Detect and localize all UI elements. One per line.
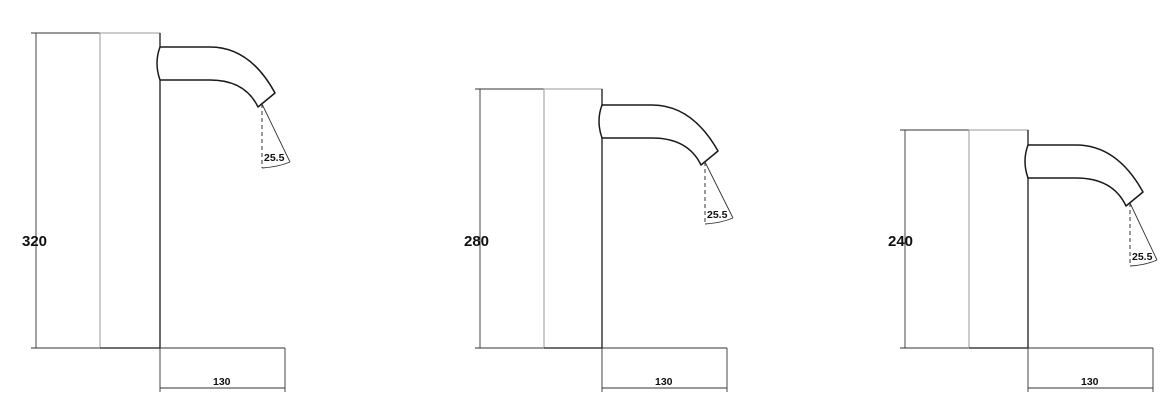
height-dimension: 320: [22, 32, 100, 349]
width-label: 130: [1081, 376, 1099, 388]
height-label: 240: [888, 233, 913, 250]
angle-label: 25.5: [264, 152, 285, 164]
angle-dimension: 25.5: [704, 161, 734, 225]
height-label: 280: [464, 233, 489, 250]
faucet-spout: [156, 46, 276, 108]
faucet-spout: [1024, 144, 1144, 207]
faucet-spout: [598, 104, 719, 166]
faucet-280: 280 25.5 130: [464, 88, 734, 392]
width-dimension: 130: [159, 347, 286, 392]
faucet-body: [99, 32, 161, 349]
angle-label: 25.5: [1132, 251, 1153, 263]
width-label: 130: [213, 376, 231, 388]
angle-dimension: 25.5: [261, 103, 291, 169]
faucet-320: 320 25.5 130: [22, 32, 291, 392]
angle-label: 25.5: [707, 209, 728, 221]
faucet-body: [543, 88, 603, 349]
width-label: 130: [655, 376, 673, 388]
faucet-body: [968, 129, 1029, 349]
angle-dimension: 25.5: [1129, 202, 1158, 267]
width-dimension: 130: [601, 347, 728, 392]
height-label: 320: [22, 233, 47, 250]
height-dimension: 280: [464, 88, 544, 349]
width-dimension: 130: [1027, 347, 1154, 392]
faucet-240: 240 25.5 130: [888, 129, 1158, 392]
height-dimension: 240: [888, 129, 969, 349]
